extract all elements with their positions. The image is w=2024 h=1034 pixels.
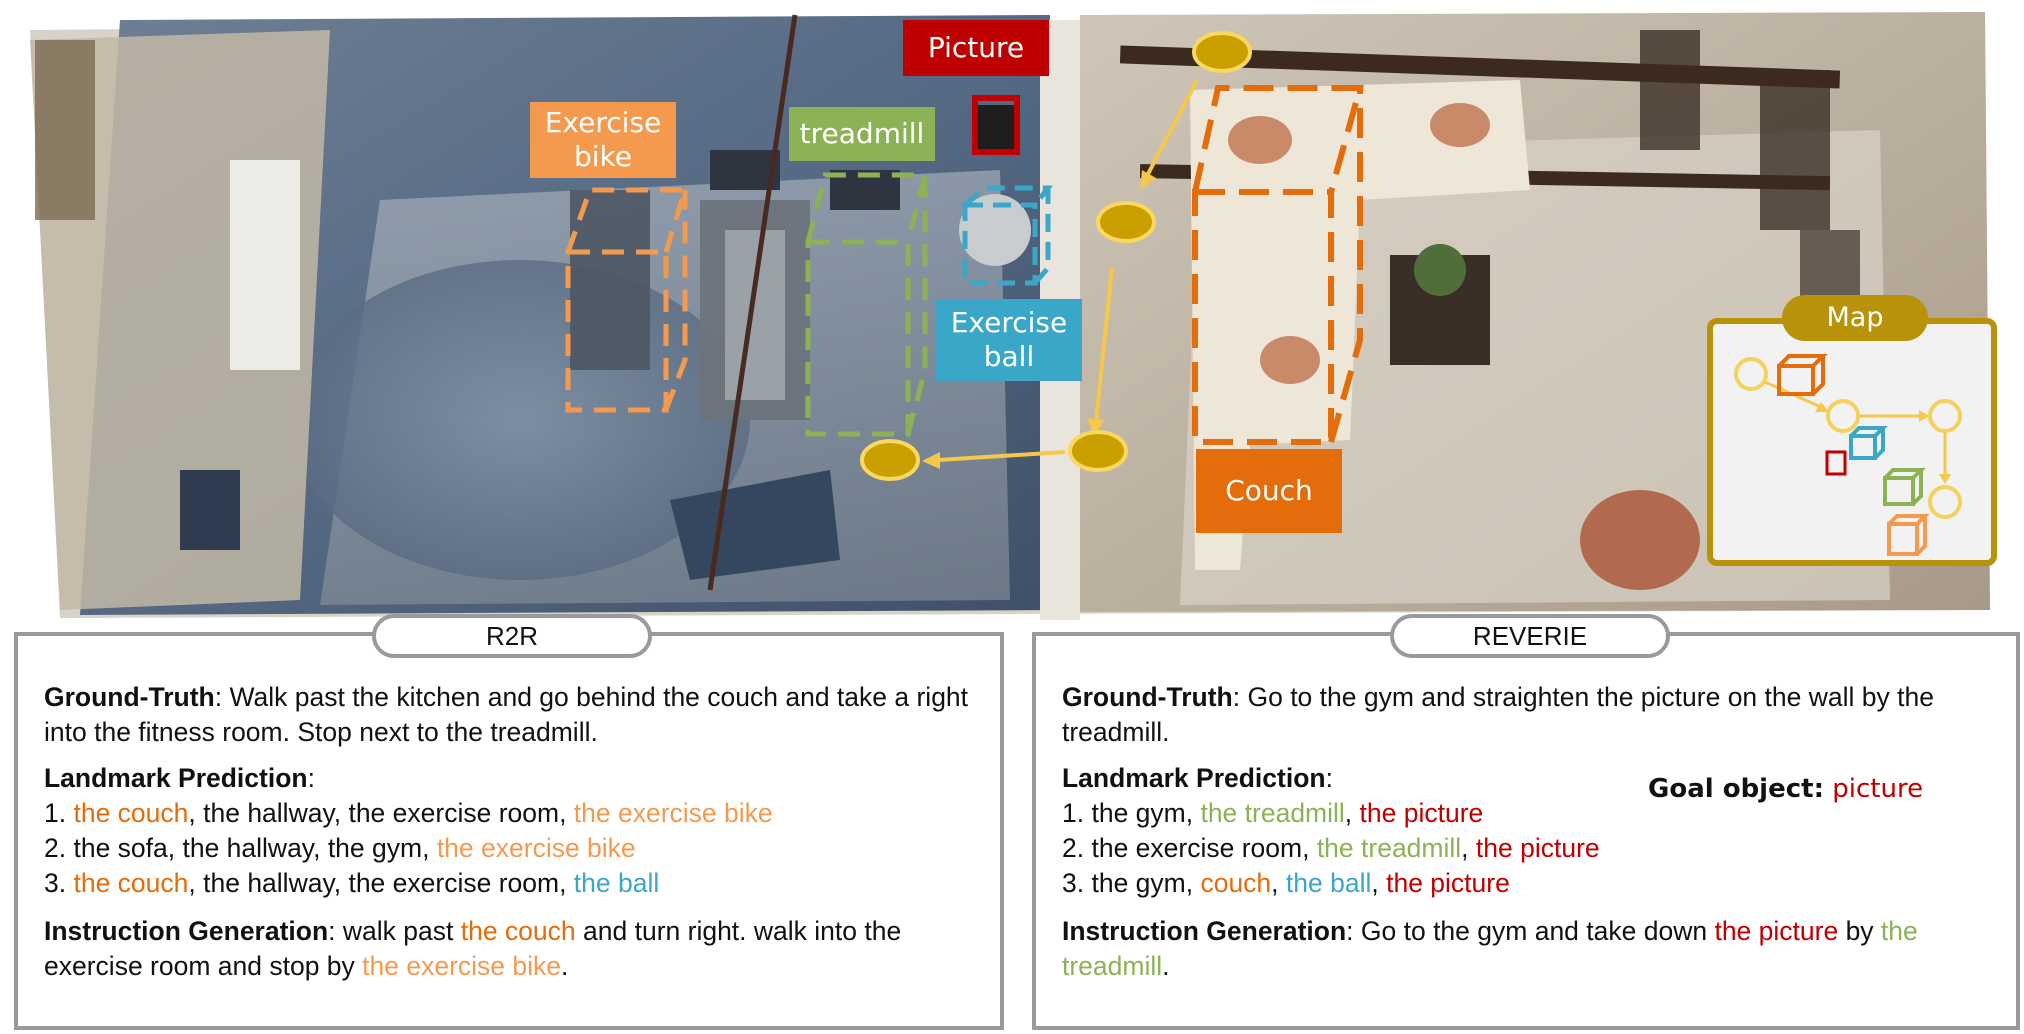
couch-object	[1190, 80, 1530, 570]
exercise-ball-box	[962, 185, 1054, 286]
map-node	[1928, 485, 1962, 519]
navigation-path	[860, 31, 1252, 481]
reverie-content: Ground-Truth: Go to the gym and straight…	[1062, 680, 1994, 995]
picture-label: Picture	[903, 20, 1049, 76]
couch-box	[1192, 85, 1364, 445]
mini-map	[1707, 318, 1997, 566]
r2r-content: Ground-Truth: Walk past the kitchen and …	[44, 680, 978, 995]
couch-label: Couch	[1196, 449, 1342, 533]
treadmill-label: treadmill	[789, 107, 935, 161]
reverie-tab: REVERIE	[1390, 614, 1670, 658]
map-couch-box	[1777, 354, 1828, 396]
waypoint-node	[1068, 430, 1128, 472]
r2r-tab: R2R	[372, 614, 652, 658]
waypoint-node	[1096, 201, 1156, 243]
r2r-panel: R2R Ground-Truth: Walk past the kitchen …	[14, 614, 1004, 1030]
r2r-ground-truth: Ground-Truth: Walk past the kitchen and …	[44, 682, 969, 747]
map-picture-box	[1825, 450, 1847, 476]
goal-object: Goal object: picture	[1648, 774, 1924, 804]
picture-box	[972, 95, 1020, 155]
map-bike-box	[1887, 514, 1930, 556]
map-treadmill-box	[1883, 468, 1926, 506]
exercise-bike-box	[565, 187, 689, 413]
map-node	[1826, 399, 1860, 433]
map-node	[1928, 399, 1962, 433]
annotation-overlay	[565, 31, 1364, 481]
treadmill-box	[805, 172, 929, 437]
r2r-landmark-prediction: Landmark Prediction: 1. the couch, the h…	[44, 763, 773, 898]
reverie-panel: REVERIE Ground-Truth: Go to the gym and …	[1032, 614, 2020, 1030]
waypoint-node	[1192, 31, 1252, 73]
reverie-ground-truth: Ground-Truth: Go to the gym and straight…	[1062, 682, 1934, 747]
map-node	[1734, 357, 1768, 391]
reverie-instruction-generation: Instruction Generation: Go to the gym an…	[1062, 916, 1918, 981]
map-label: Map	[1782, 295, 1928, 341]
map-ball-box	[1849, 426, 1888, 460]
waypoint-node	[860, 439, 920, 481]
r2r-instruction-generation: Instruction Generation: walk past the co…	[44, 916, 902, 981]
mini-map-drawing	[1734, 354, 1962, 556]
reverie-landmark-prediction: Landmark Prediction: 1. the gym, the tre…	[1062, 763, 1600, 898]
